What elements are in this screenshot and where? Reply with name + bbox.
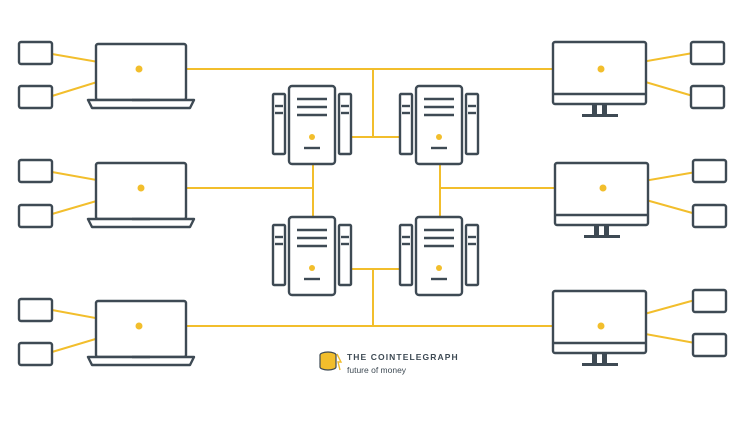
peripheral-box bbox=[17, 297, 54, 323]
peripheral-box bbox=[691, 288, 728, 314]
node-dot bbox=[137, 184, 145, 192]
node-dot bbox=[599, 184, 607, 192]
peripheral-box bbox=[17, 341, 54, 367]
logo-title: THE COINTELEGRAPH bbox=[347, 352, 459, 362]
coin-stack-icon bbox=[319, 351, 343, 371]
connection-lines bbox=[51, 52, 697, 353]
peripheral-box bbox=[689, 40, 726, 66]
server-icon bbox=[271, 215, 353, 297]
monitor-icon bbox=[553, 161, 650, 238]
monitor-icon bbox=[551, 289, 648, 366]
laptop-icon bbox=[86, 161, 196, 229]
node-dot bbox=[597, 65, 605, 73]
left-peripherals bbox=[17, 40, 54, 367]
peripheral-box bbox=[691, 203, 728, 229]
logo-tagline: future of money bbox=[347, 365, 407, 375]
right-peripherals bbox=[689, 40, 728, 358]
server-icon bbox=[398, 215, 480, 297]
monitor-icon bbox=[551, 40, 648, 117]
peripheral-box bbox=[691, 158, 728, 184]
connection-nodes bbox=[135, 65, 607, 330]
node-dot bbox=[597, 322, 605, 330]
node-dot bbox=[135, 65, 143, 73]
peripheral-box bbox=[689, 84, 726, 110]
peripheral-box bbox=[17, 203, 54, 229]
node-dot bbox=[135, 322, 143, 330]
server-icon bbox=[398, 84, 480, 166]
peripheral-box bbox=[17, 40, 54, 66]
server-icon bbox=[271, 84, 353, 166]
laptop-icon bbox=[86, 299, 196, 367]
peripheral-box bbox=[17, 84, 54, 110]
peripheral-box bbox=[691, 332, 728, 358]
peripheral-box bbox=[17, 158, 54, 184]
laptop-icon bbox=[86, 42, 196, 110]
